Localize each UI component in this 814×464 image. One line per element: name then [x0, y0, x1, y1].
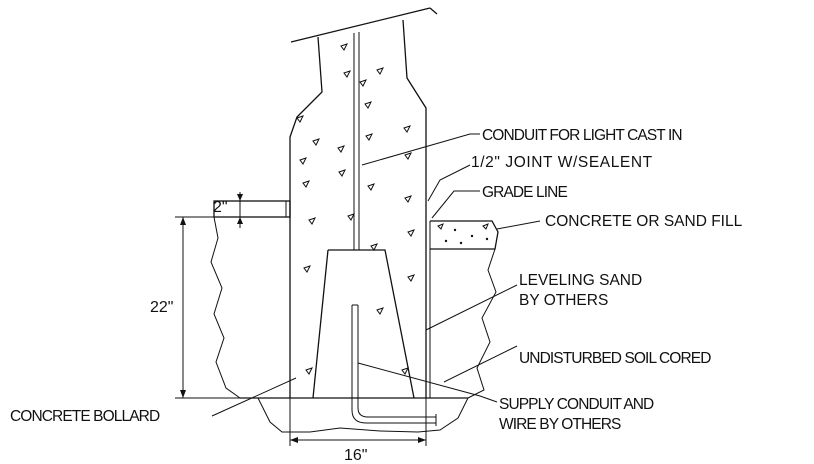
label-concrete-or-sand-fill: CONCRETE OR SAND FILL: [545, 213, 743, 230]
label-joint-sealant: 1/2" JOINT W/SEALENT: [471, 154, 653, 171]
supply-conduit-sweep-inner: [357, 305, 436, 418]
label-concrete-bollard: CONCRETE BOLLARD: [10, 408, 160, 425]
footing-core-left: [312, 249, 329, 399]
label-leveling-sand-by-others: BY OTHERS: [519, 292, 608, 309]
right-fill-outline: [430, 220, 499, 250]
top-break-tick: [429, 7, 438, 15]
left-soil-edge: [210, 216, 241, 399]
label-grade-line: GRADE LINE: [482, 184, 567, 201]
dimension-2in: [236, 192, 290, 228]
dimension-16in-label: 16": [344, 447, 367, 464]
right-soil-edge: [467, 248, 497, 399]
label-leveling-sand: LEVELING SAND: [519, 272, 642, 289]
bollard-right-edge: [402, 19, 427, 398]
dimension-22in-label: 22": [150, 299, 173, 316]
cored-bottom-outline: [257, 397, 469, 433]
dimension-16in: [289, 398, 427, 446]
label-undisturbed-soil: UNDISTURBED SOIL CORED: [519, 350, 711, 367]
dimension-22in: [175, 216, 258, 399]
label-supply-conduit: SUPPLY CONDUIT AND: [499, 396, 654, 413]
concrete-aggregate: [296, 43, 489, 375]
top-break-line: [290, 7, 431, 43]
dimension-2in-label: 2": [213, 199, 228, 216]
bollard-left-edge: [289, 36, 323, 398]
footing-core: [328, 249, 415, 399]
label-supply-conduit-by-others: WIRE BY OTHERS: [499, 416, 621, 433]
leader-lines: [211, 133, 541, 417]
supply-conduit-sweep: [351, 305, 436, 424]
label-conduit-for-light: CONDUIT FOR LIGHT CAST IN: [482, 127, 682, 144]
